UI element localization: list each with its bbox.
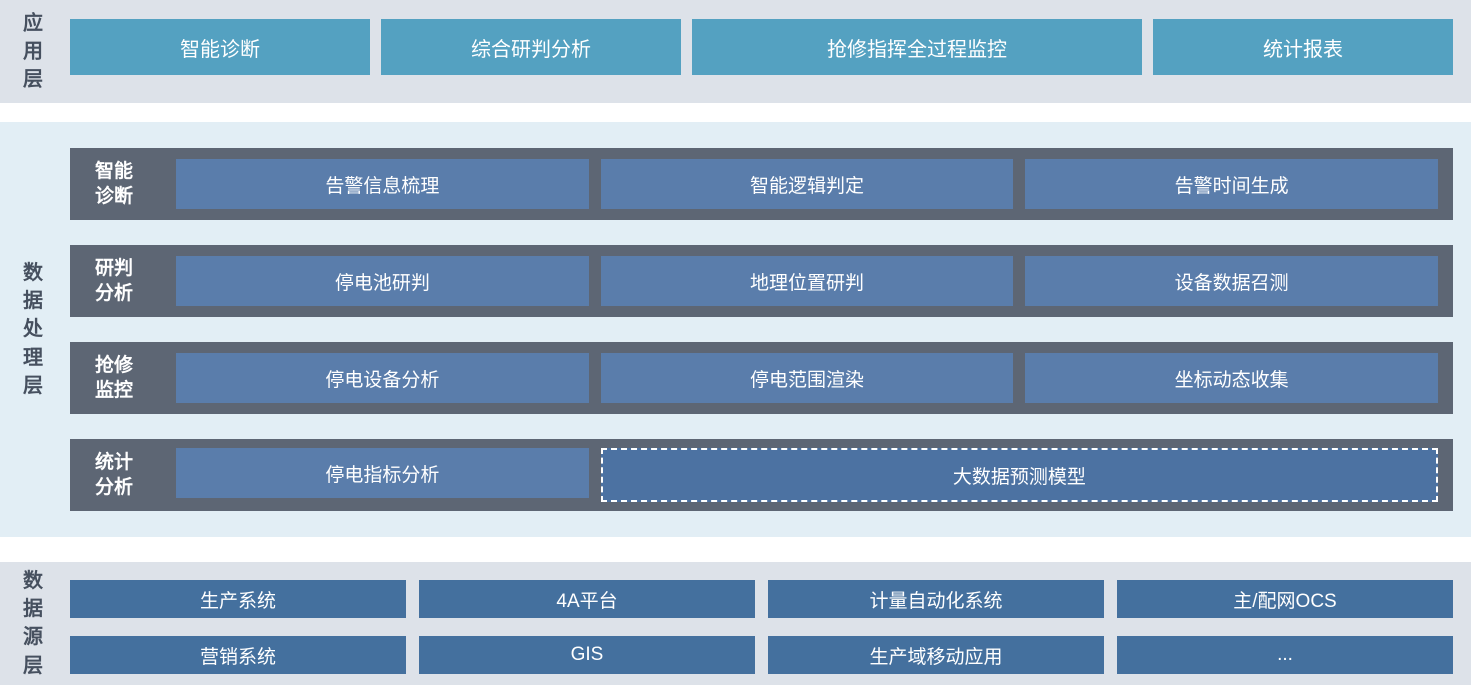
block-production-mobile-app: 生产域移动应用 (768, 636, 1104, 674)
data-source-layer-label: 数据源层 (23, 569, 43, 677)
data-processing-layer-label: 数据处理层 (23, 261, 43, 398)
row-label-line2: 分析 (95, 477, 134, 498)
row-label-line1: 抢修 (95, 354, 134, 376)
app-block-repair-command-monitoring: 抢修指挥全过程监控 (692, 19, 1142, 75)
row-buttons: 停电指标分析 大数据预测模型 (176, 448, 1453, 502)
block-geographic-location-analysis: 地理位置研判 (600, 256, 1014, 306)
block-production-system: 生产系统 (70, 580, 406, 618)
block-metering-automation-system: 计量自动化系统 (768, 580, 1104, 618)
row-label-line2: 监控 (95, 380, 134, 401)
row-label: 抢修 监控 (70, 353, 176, 403)
source-row-2: 营销系统 GIS 生产域移动应用 ... (70, 636, 1453, 674)
row-buttons: 停电设备分析 停电范围渲染 坐标动态收集 (176, 353, 1453, 403)
row-label: 智能 诊断 (70, 159, 176, 209)
block-alarm-info-sorting: 告警信息梳理 (176, 159, 589, 209)
app-block-smart-diagnosis: 智能诊断 (70, 19, 370, 75)
data-processing-layer-band: 数据处理层 智能 诊断 告警信息梳理 智能逻辑判定 告警时间生成 研判 分析 停… (0, 122, 1471, 537)
app-block-comprehensive-analysis: 综合研判分析 (381, 19, 681, 75)
block-intelligent-logic-judgment: 智能逻辑判定 (600, 159, 1014, 209)
processing-row-repair-monitoring: 抢修 监控 停电设备分析 停电范围渲染 坐标动态收集 (70, 342, 1453, 414)
data-source-layer-band: 数据源层 生产系统 4A平台 计量自动化系统 主/配网OCS 营销系统 GIS … (0, 562, 1471, 685)
processing-row-research-analysis: 研判 分析 停电池研判 地理位置研判 设备数据召测 (70, 245, 1453, 317)
block-outage-indicator-analysis: 停电指标分析 (176, 448, 589, 498)
block-outage-pool-analysis: 停电池研判 (176, 256, 589, 306)
row-buttons: 停电池研判 地理位置研判 设备数据召测 (176, 256, 1453, 306)
application-layer-buttons: 智能诊断 综合研判分析 抢修指挥全过程监控 统计报表 (70, 19, 1453, 75)
block-marketing-system: 营销系统 (70, 636, 406, 674)
row-label: 统计 分析 (70, 450, 176, 500)
row-label-line2: 诊断 (95, 186, 134, 207)
block-outage-range-rendering: 停电范围渲染 (600, 353, 1014, 403)
data-processing-rows: 智能 诊断 告警信息梳理 智能逻辑判定 告警时间生成 研判 分析 停电池研判 地… (70, 148, 1453, 511)
row-label-line2: 分析 (95, 283, 134, 304)
block-ellipsis-more: ... (1117, 636, 1453, 674)
block-main-distribution-ocs: 主/配网OCS (1117, 580, 1453, 618)
row-buttons: 告警信息梳理 智能逻辑判定 告警时间生成 (176, 159, 1453, 209)
block-alarm-time-generation: 告警时间生成 (1025, 159, 1439, 209)
processing-row-smart-diagnosis: 智能 诊断 告警信息梳理 智能逻辑判定 告警时间生成 (70, 148, 1453, 220)
app-block-statistical-reports: 统计报表 (1153, 19, 1453, 75)
block-gis: GIS (419, 636, 755, 674)
block-coordinate-dynamic-collection: 坐标动态收集 (1025, 353, 1439, 403)
application-layer-label: 应用层 (23, 11, 43, 91)
processing-row-statistical-analysis: 统计 分析 停电指标分析 大数据预测模型 (70, 439, 1453, 511)
block-outage-equipment-analysis: 停电设备分析 (176, 353, 589, 403)
row-label-line1: 智能 (95, 160, 134, 182)
row-label-line1: 研判 (95, 257, 134, 279)
block-device-data-retrieval: 设备数据召测 (1025, 256, 1439, 306)
row-label-line1: 统计 (95, 451, 134, 473)
application-layer-band: 应用层 智能诊断 综合研判分析 抢修指挥全过程监控 统计报表 (0, 0, 1471, 103)
block-4a-platform: 4A平台 (419, 580, 755, 618)
data-source-rows: 生产系统 4A平台 计量自动化系统 主/配网OCS 营销系统 GIS 生产域移动… (70, 580, 1453, 674)
row-label: 研判 分析 (70, 256, 176, 306)
block-big-data-prediction-model: 大数据预测模型 (600, 448, 1438, 502)
source-row-1: 生产系统 4A平台 计量自动化系统 主/配网OCS (70, 580, 1453, 618)
